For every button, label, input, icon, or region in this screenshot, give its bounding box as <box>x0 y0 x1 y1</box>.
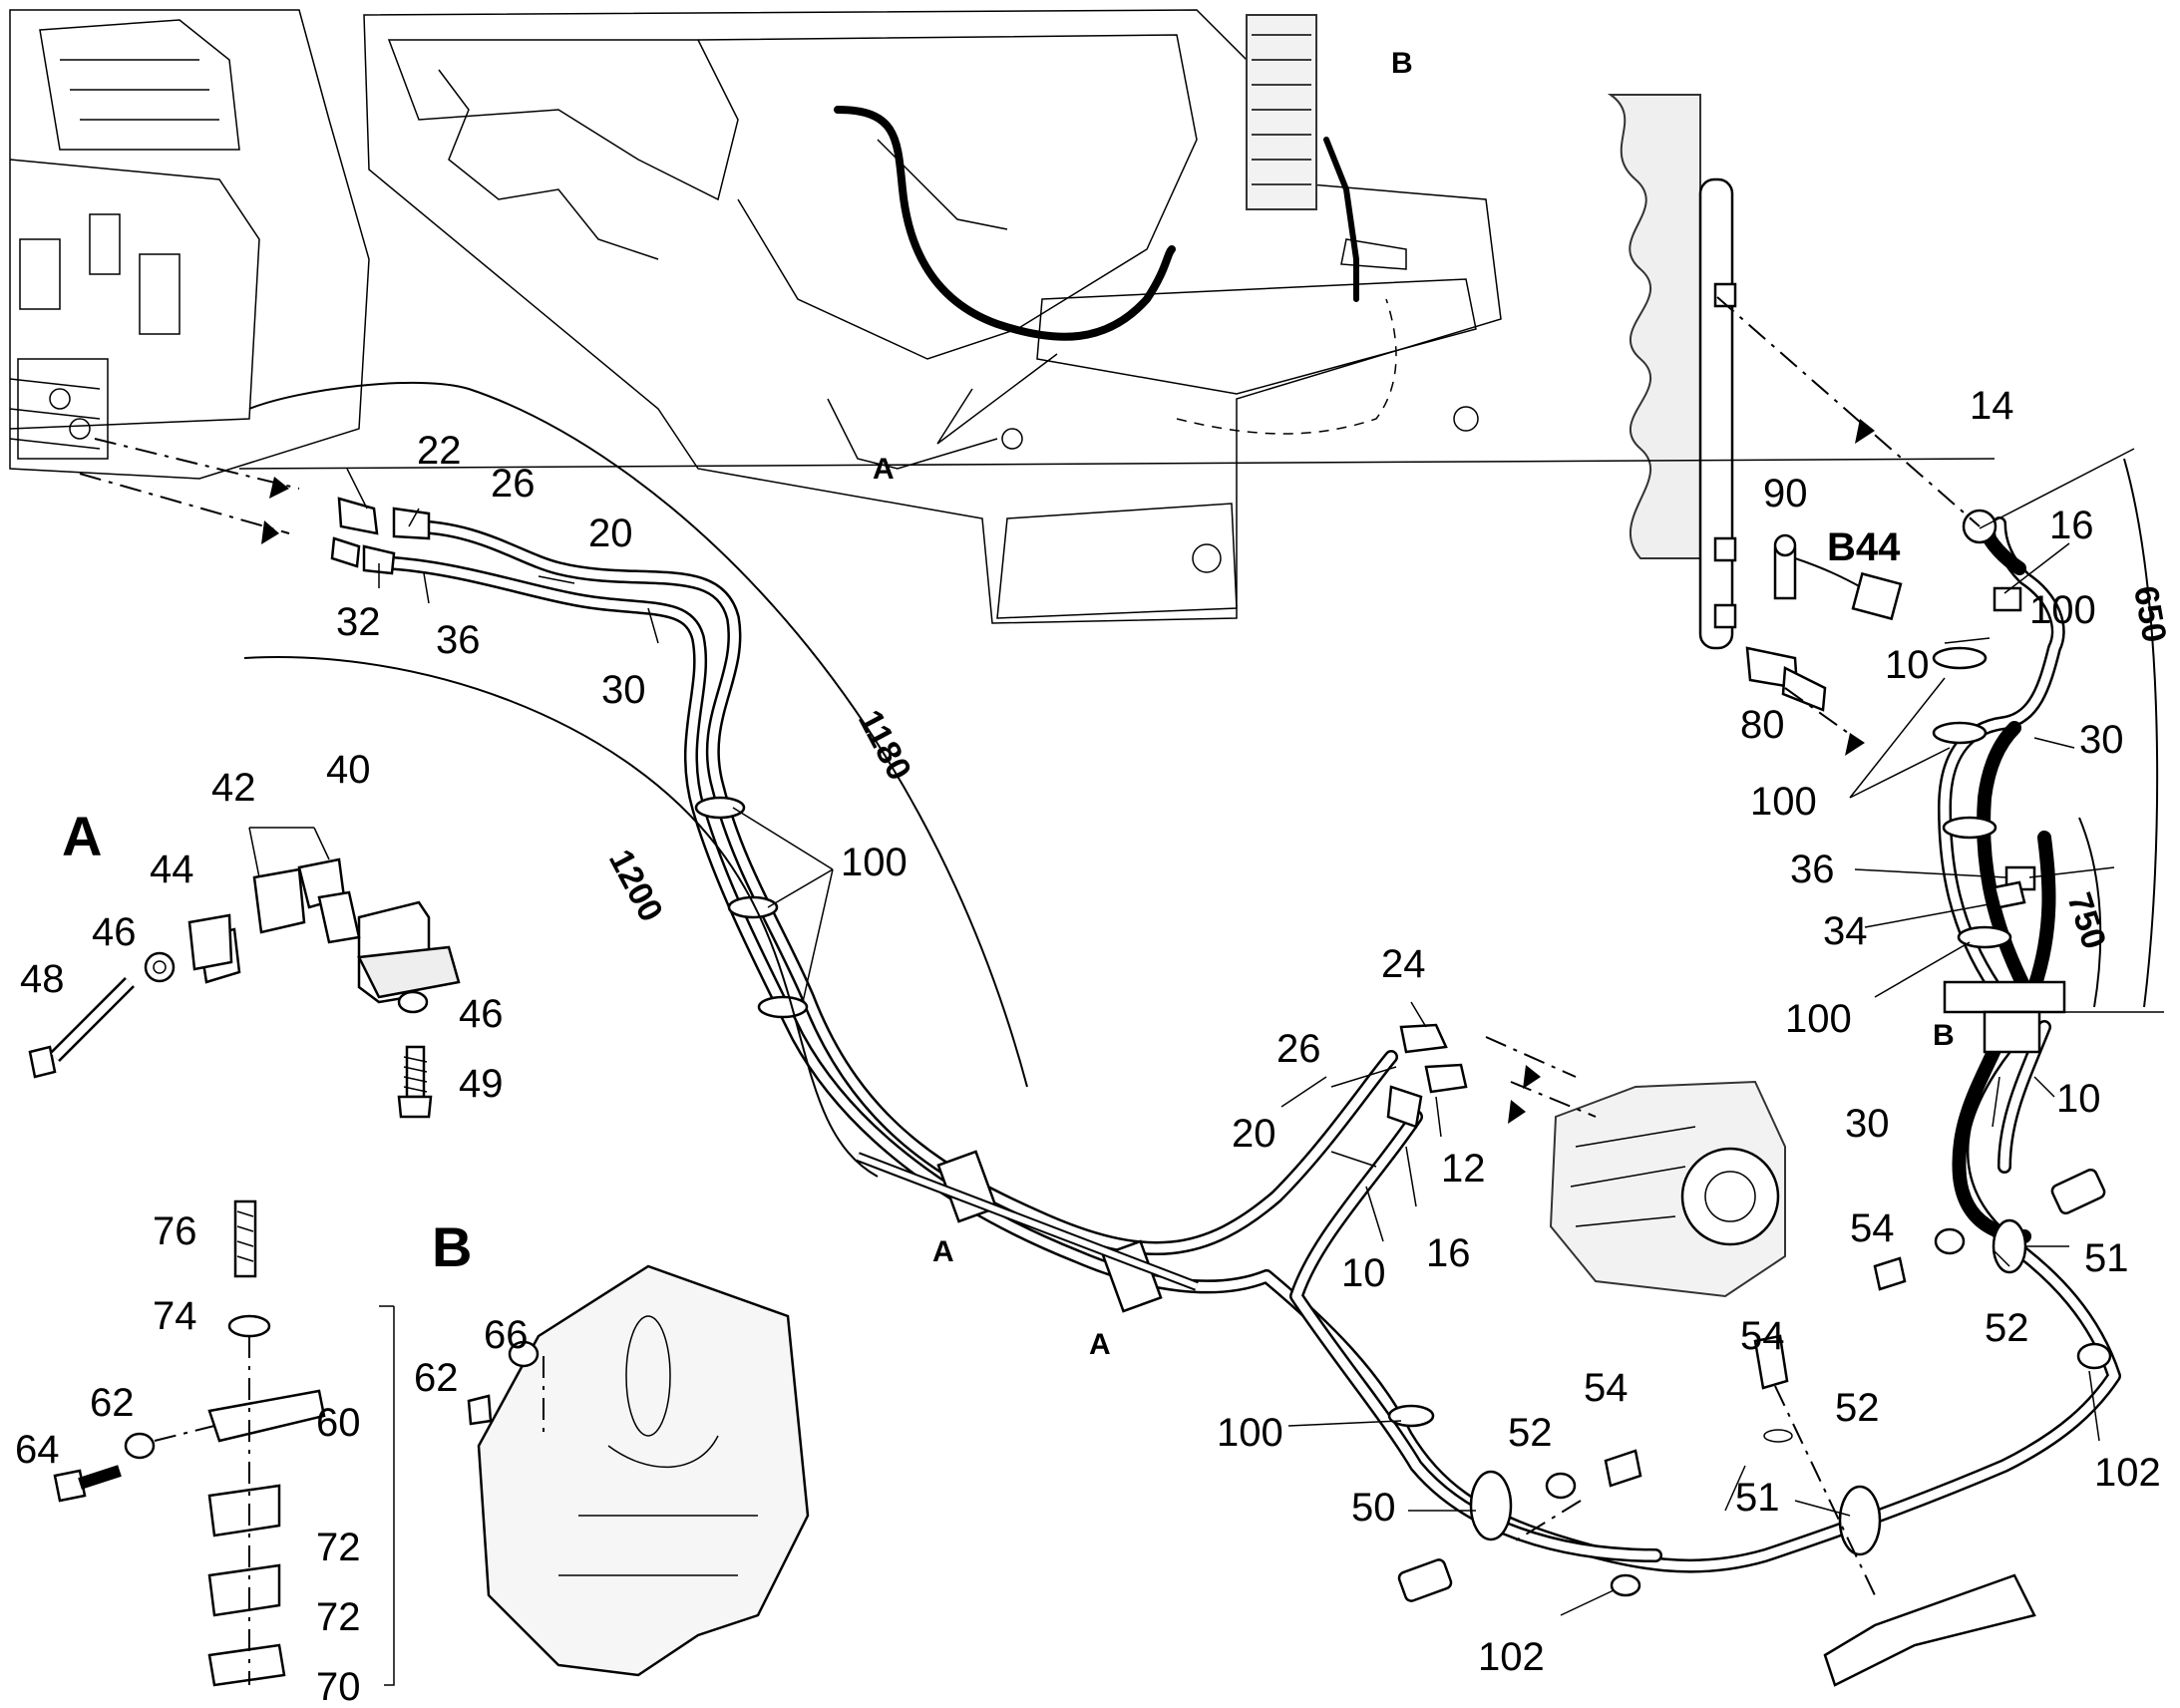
callout-20-left: 20 <box>588 512 633 555</box>
section-a-title: A <box>62 805 102 867</box>
front-frame-illustration <box>363 9 1502 624</box>
callout-12: 12 <box>1441 1147 1486 1191</box>
callout-62-left: 62 <box>90 1381 135 1425</box>
callout-30-upper: 30 <box>2079 718 2124 762</box>
callout-70: 70 <box>316 1665 361 1708</box>
callout-labels: 22 26 20 32 36 30 100 40 42 44 46 48 46 … <box>15 384 2161 1708</box>
callout-54-middle: 54 <box>1740 1314 1785 1358</box>
dimension-labels: 1180 1200 650 750 <box>601 583 2173 954</box>
callout-32: 32 <box>336 600 381 644</box>
callout-24: 24 <box>1381 942 1426 986</box>
marker-b-frame: B <box>1391 47 1413 80</box>
callout-46-left: 46 <box>92 910 137 954</box>
callout-52-right: 52 <box>1985 1306 2029 1350</box>
callout-66: 66 <box>484 1313 529 1357</box>
compressor-illustration <box>1549 1080 1786 1298</box>
cab-panel-illustration <box>9 9 370 480</box>
pressure-switch-b44 <box>1773 533 1903 621</box>
callout-30-right: 30 <box>1845 1102 1890 1146</box>
callout-14: 14 <box>1970 384 2014 428</box>
marker-labels: A A A B B <box>873 47 1955 1361</box>
dimension-1180: 1180 <box>851 704 918 787</box>
callout-52-lower: 52 <box>1508 1411 1553 1455</box>
callout-20-right: 20 <box>1232 1112 1276 1156</box>
callout-100-upper: 100 <box>2029 588 2096 632</box>
callout-10-upper: 10 <box>1885 643 1930 687</box>
callout-36-left: 36 <box>436 618 481 662</box>
callout-90: 90 <box>1763 472 1808 515</box>
callout-46-right: 46 <box>459 992 504 1036</box>
callout-100-right: 100 <box>1785 997 1852 1041</box>
dimension-750: 750 <box>2059 888 2113 954</box>
callout-64: 64 <box>15 1428 60 1472</box>
dimension-1200: 1200 <box>601 844 670 928</box>
callout-60: 60 <box>316 1401 361 1445</box>
callout-36-right: 36 <box>1790 848 1835 891</box>
callout-52-middle: 52 <box>1835 1386 1880 1430</box>
callout-16-lower: 16 <box>1426 1231 1471 1275</box>
callout-b44: B44 <box>1827 525 1901 569</box>
callout-76: 76 <box>153 1209 197 1253</box>
callout-100-middle: 100 <box>1750 780 1817 824</box>
section-b-title: B <box>432 1215 472 1278</box>
callout-54-right: 54 <box>1850 1206 1895 1250</box>
detail-b <box>53 1199 810 1687</box>
marker-a-hose-1: A <box>932 1235 954 1268</box>
marker-a-hose-2: A <box>1089 1328 1111 1361</box>
hose-assembly <box>330 497 2121 1687</box>
callout-16-upper: 16 <box>2049 504 2094 547</box>
callout-30-left: 30 <box>601 668 646 712</box>
callout-49: 49 <box>459 1062 504 1106</box>
callout-42: 42 <box>211 766 256 810</box>
callout-54-lower: 54 <box>1584 1366 1629 1410</box>
callout-100-left: 100 <box>841 841 908 884</box>
callout-100-lower: 100 <box>1217 1411 1283 1455</box>
callout-26-left: 26 <box>491 462 536 506</box>
dimension-650: 650 <box>2126 583 2173 645</box>
leader-lines <box>346 353 2100 1616</box>
marker-a-frame: A <box>873 453 895 486</box>
callout-34: 34 <box>1823 909 1868 953</box>
callout-22: 22 <box>417 429 462 473</box>
callout-40: 40 <box>326 748 371 792</box>
marker-b-hose: B <box>1933 1019 1955 1052</box>
callout-62-right: 62 <box>414 1356 459 1400</box>
callout-51-lower: 51 <box>1735 1476 1780 1520</box>
dimension-lines <box>238 381 2164 1178</box>
callout-72-top: 72 <box>316 1526 361 1569</box>
detail-a <box>28 827 461 1119</box>
callout-50: 50 <box>1351 1486 1396 1530</box>
connection-lines <box>79 296 1981 1596</box>
callout-10-lower: 10 <box>1341 1251 1386 1295</box>
fitting-80 <box>1745 646 1827 712</box>
callout-44: 44 <box>150 848 194 891</box>
section-labels: A B <box>62 805 472 1278</box>
callout-102-lower: 102 <box>1478 1635 1545 1679</box>
callout-26-right: 26 <box>1276 1027 1321 1071</box>
condenser-illustration <box>1607 94 1737 650</box>
callout-72-bottom: 72 <box>316 1595 361 1639</box>
callout-48: 48 <box>20 957 65 1001</box>
callout-102-right: 102 <box>2094 1451 2161 1495</box>
callout-74: 74 <box>153 1294 197 1338</box>
callout-10-right: 10 <box>2056 1077 2101 1121</box>
callout-51-right: 51 <box>2084 1236 2129 1280</box>
callout-80: 80 <box>1740 703 1785 747</box>
